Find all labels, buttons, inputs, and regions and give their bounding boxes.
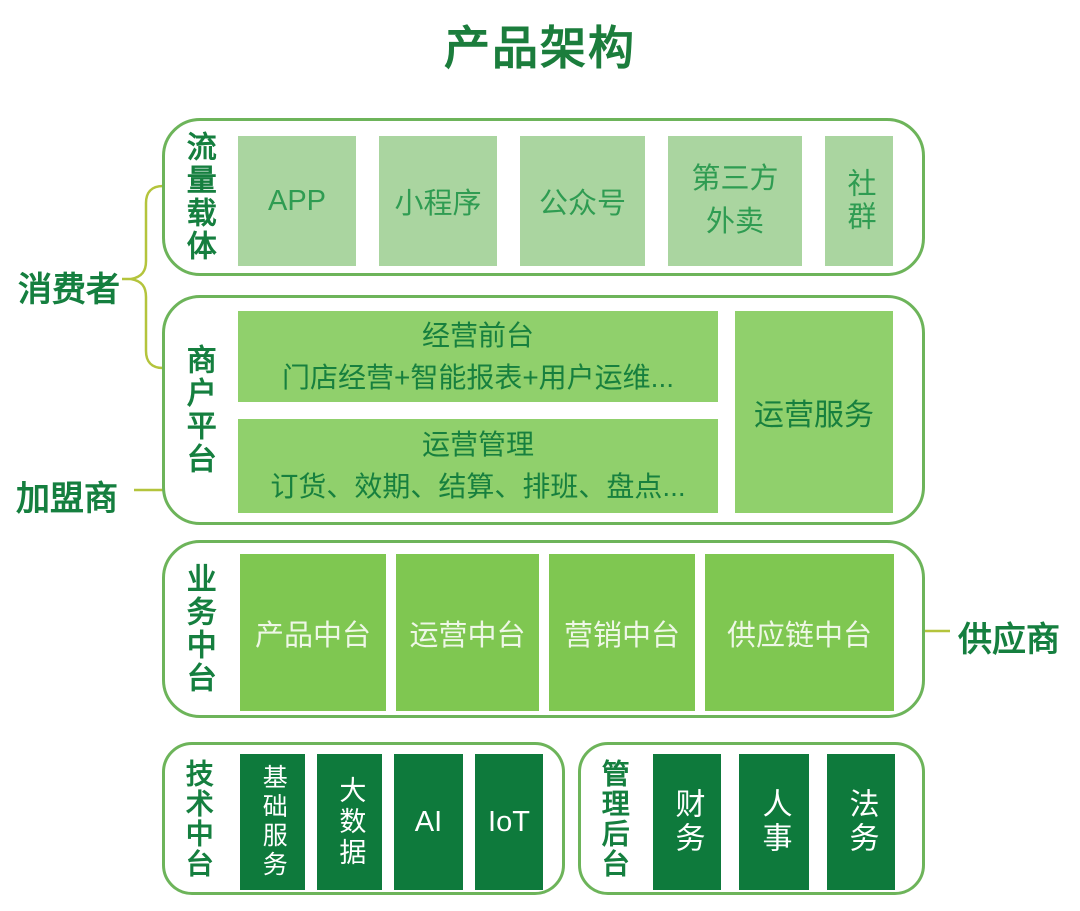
front-office-desc: 门店经营+智能报表+用户运维... bbox=[281, 361, 675, 393]
business-box-marketing: 营销中台 bbox=[549, 554, 695, 711]
section-traffic-label: 流量载体 bbox=[181, 131, 215, 263]
section-traffic-label-wrap: 流量载体 bbox=[175, 121, 221, 273]
section-tech-label-wrap: 技术中台 bbox=[175, 745, 221, 892]
traffic-box-mini-program: 小程序 bbox=[379, 136, 497, 266]
business-boxes: 产品中台 运营中台 营销中台 供应链中台 bbox=[240, 554, 894, 711]
admin-box-finance: 财务 bbox=[653, 754, 721, 890]
admin-boxes: 财务 人事 法务 bbox=[653, 754, 895, 890]
section-admin-label-wrap: 管理后台 bbox=[591, 745, 637, 892]
page-title: 产品架构 bbox=[444, 22, 636, 74]
ops-management-desc: 订货、效期、结算、排班、盘点... bbox=[270, 471, 686, 502]
section-business: 业务中台 产品中台 运营中台 营销中台 供应链中台 bbox=[162, 540, 925, 718]
traffic-box-third-party-delivery: 第三方外卖 bbox=[668, 136, 802, 266]
consumer-brace bbox=[130, 184, 164, 370]
merchant-ops-management-box: 运营管理 订货、效期、结算、排班、盘点... bbox=[238, 419, 718, 513]
traffic-box-official-account: 公众号 bbox=[520, 136, 645, 266]
section-business-label-wrap: 业务中台 bbox=[175, 543, 221, 715]
ops-management-title: 运营管理 bbox=[421, 429, 534, 460]
tech-box-base-services: 基础服务 bbox=[240, 754, 305, 890]
business-box-product: 产品中台 bbox=[240, 554, 386, 711]
section-admin: 管理后台 财务 人事 法务 bbox=[578, 742, 925, 895]
section-tech: 技术中台 基础服务 大数据 AI IoT bbox=[162, 742, 565, 895]
section-merchant: 商户平台 经营前台 门店经营+智能报表+用户运维... 运营管理 订货、效期、结… bbox=[162, 295, 925, 525]
section-admin-label: 管理后台 bbox=[598, 758, 630, 879]
traffic-boxes: APP 小程序 公众号 第三方外卖 社群 bbox=[238, 136, 893, 266]
label-consumer: 消费者 bbox=[18, 271, 120, 309]
business-box-operation: 运营中台 bbox=[396, 554, 539, 711]
tech-box-iot: IoT bbox=[475, 754, 543, 890]
admin-box-legal: 法务 bbox=[827, 754, 895, 890]
traffic-box-community: 社群 bbox=[825, 136, 893, 266]
merchant-ops-service-box: 运营服务 bbox=[735, 311, 893, 513]
section-business-label: 业务中台 bbox=[181, 563, 215, 695]
traffic-box-app: APP bbox=[238, 136, 356, 266]
tech-boxes: 基础服务 大数据 AI IoT bbox=[240, 754, 543, 890]
label-supplier: 供应商 bbox=[958, 621, 1060, 659]
tech-box-big-data: 大数据 bbox=[317, 754, 382, 890]
section-traffic: 流量载体 APP 小程序 公众号 第三方外卖 社群 bbox=[162, 118, 925, 276]
front-office-title: 经营前台 bbox=[421, 319, 534, 351]
section-merchant-label: 商户平台 bbox=[181, 344, 215, 476]
admin-box-hr: 人事 bbox=[739, 754, 809, 890]
merchant-front-office-box: 经营前台 门店经营+智能报表+用户运维... bbox=[238, 311, 718, 402]
section-tech-label: 技术中台 bbox=[182, 758, 214, 879]
label-franchisee: 加盟商 bbox=[16, 480, 118, 518]
business-box-supply-chain: 供应链中台 bbox=[705, 554, 894, 711]
tech-box-ai: AI bbox=[394, 754, 463, 890]
section-merchant-label-wrap: 商户平台 bbox=[175, 298, 221, 522]
